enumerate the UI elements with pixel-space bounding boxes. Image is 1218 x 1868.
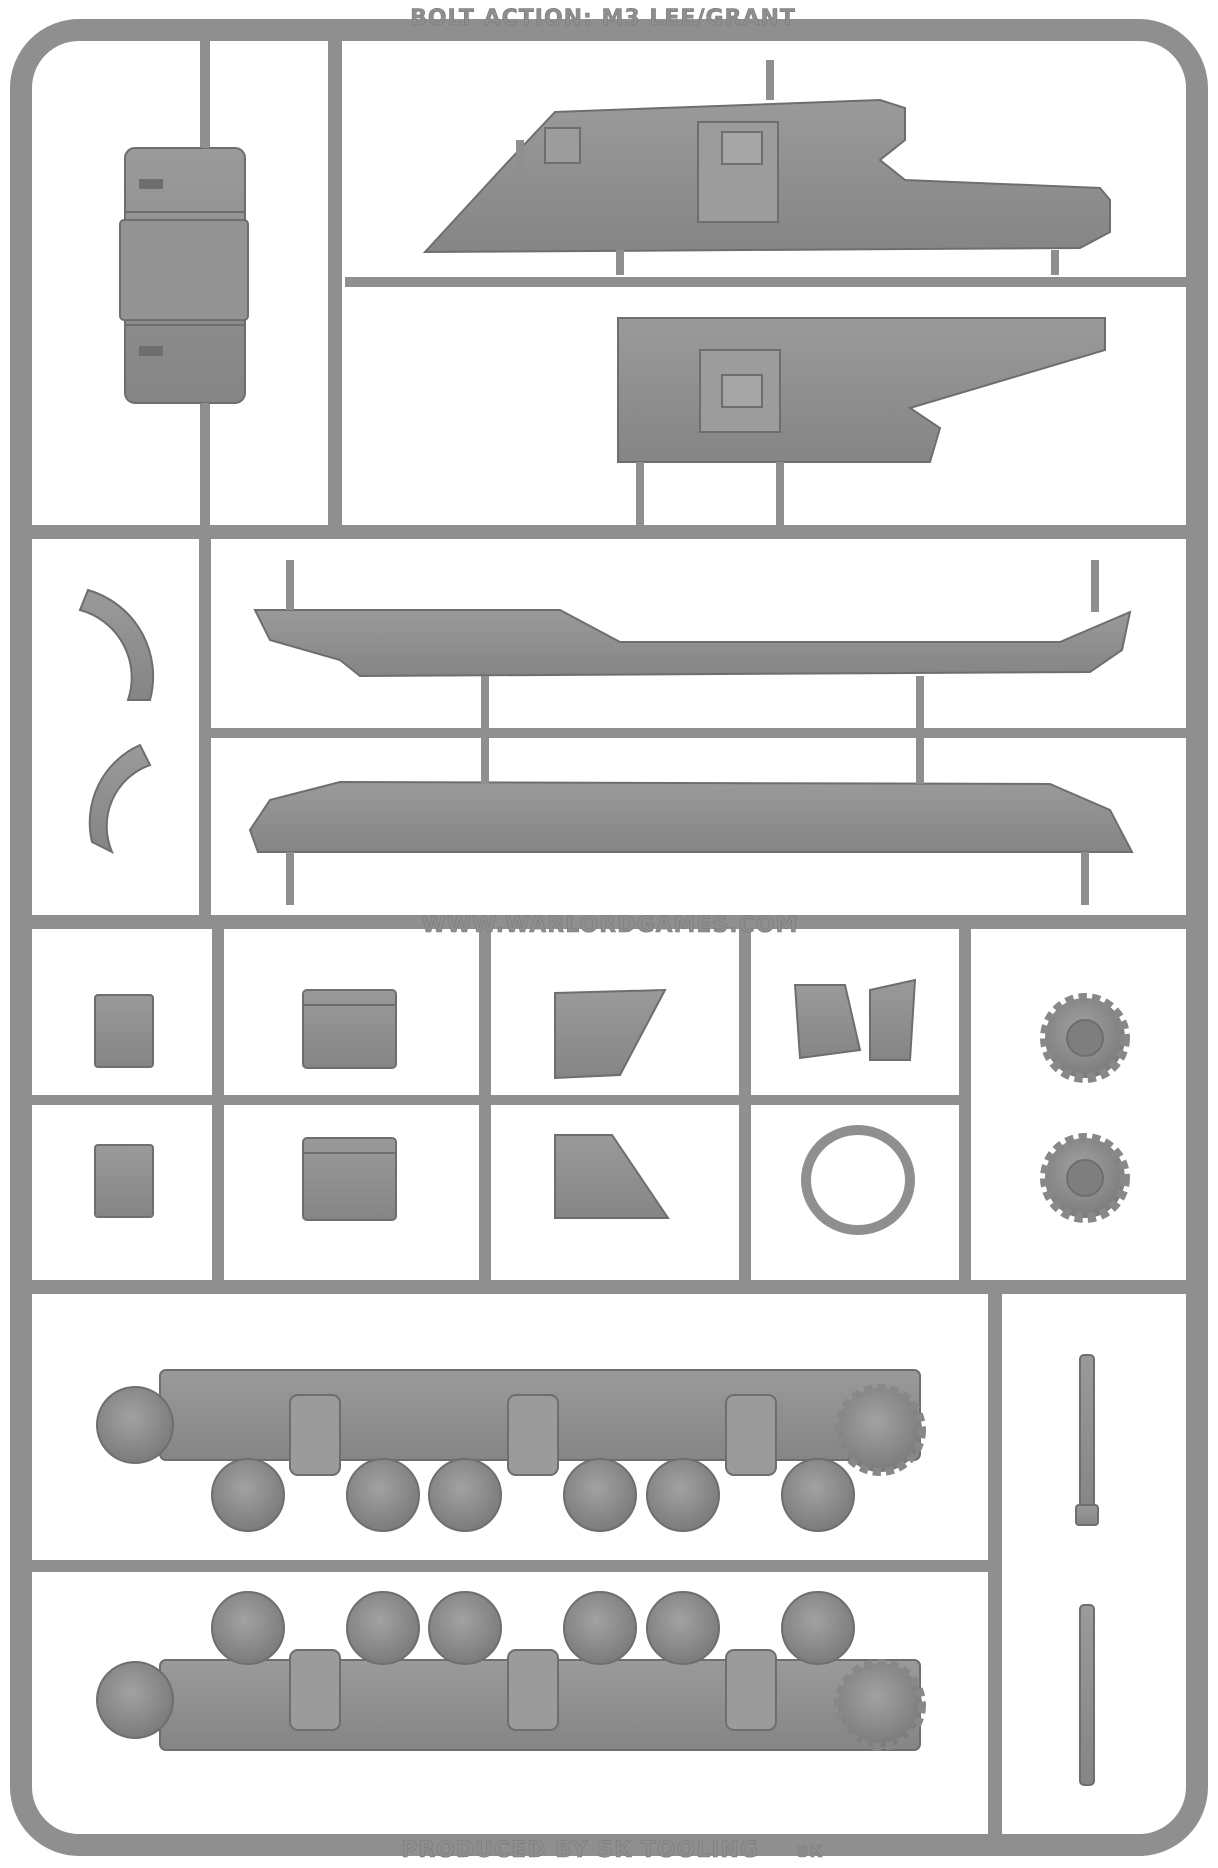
hull-side-lower — [617, 317, 1106, 525]
drive-sprocket-2 — [1040, 1133, 1130, 1223]
gun-barrel-2 — [1079, 1604, 1095, 1786]
track-guard-lower — [248, 733, 1134, 905]
wedge-plate-2 — [554, 1134, 670, 1219]
hull-side-upper — [422, 60, 1111, 275]
suspension-assembly-lower — [96, 1591, 926, 1751]
gun-barrel-1 — [1075, 1354, 1099, 1526]
sprue-label-top: BOLT ACTION: M3 LEE/GRANT — [410, 6, 796, 31]
frame-outer — [10, 19, 1208, 1856]
stowage-box-1 — [302, 989, 397, 1069]
hatch-ring — [801, 1125, 915, 1235]
sprue-label-middle: WWW.WARLORDGAMES.COM — [422, 913, 799, 938]
small-block-1 — [94, 994, 154, 1068]
drive-sprocket-1 — [1040, 993, 1130, 1083]
curved-ring-upper — [78, 588, 155, 701]
suspension-assembly-upper — [96, 1369, 926, 1532]
turret-drum — [119, 120, 249, 430]
sprue-frame — [10, 19, 1208, 1856]
hatch-halves — [793, 978, 917, 1061]
wedge-plate-1 — [554, 988, 667, 1080]
sprue-label-bottom: PRODUCED BY SK TOOLING — [401, 1838, 759, 1863]
track-guard-upper — [253, 560, 1132, 733]
small-block-2 — [94, 1144, 154, 1218]
sprue-logo: SK — [797, 1842, 823, 1861]
curved-ring-lower — [88, 743, 152, 855]
stowage-box-2 — [302, 1137, 397, 1221]
